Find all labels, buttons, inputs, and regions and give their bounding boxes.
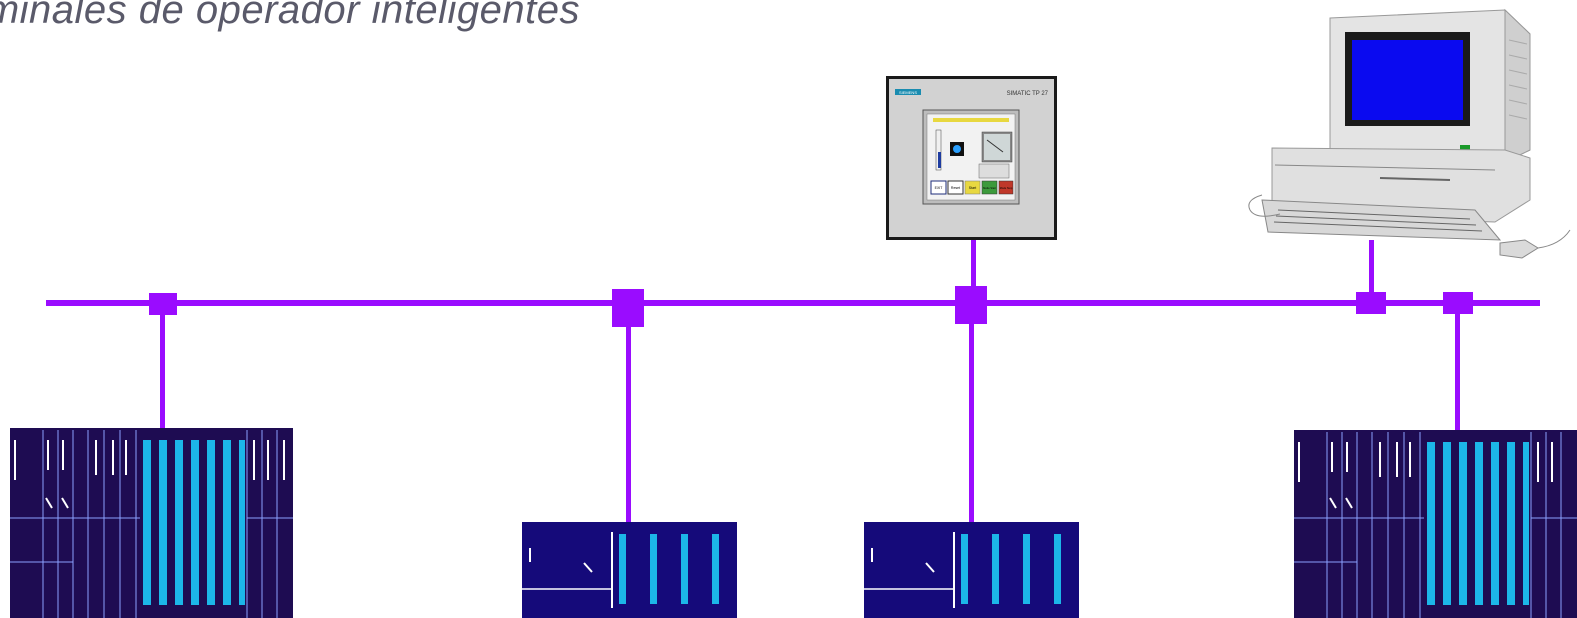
hmi-button-row: EXIT Reset Start Mode Start Mode Stop [930,180,1014,195]
drop-line-3 [969,303,974,525]
plc-rack-middle-1 [522,522,737,618]
drop-line-4 [1455,303,1460,431]
hmi-button-start: Start [969,186,976,190]
hmi-brand-label: SIEMENS [899,90,917,95]
operator-panel-icon: SIEMENS SIMATIC TP 27 EXIT Reset Start M… [886,76,1057,240]
hmi-button-mode-stop: Mode Stop [1000,186,1013,190]
bus-connector-1 [149,293,177,315]
bus-connector-4 [1356,292,1386,314]
hmi-model-label: SIMATIC TP 27 [1007,91,1049,97]
bus-connector-5 [1443,292,1473,314]
drop-line-pc [1369,240,1374,304]
drop-line-2 [626,303,631,525]
profibus-line [46,300,1540,306]
hmi-button-exit: EXIT [935,186,944,190]
page-title: rminales de operador inteligentes [0,0,580,32]
plc-rack-right [1294,430,1577,618]
hmi-button-mode-start: Mode Start [983,186,996,190]
plc-rack-middle-2 [864,522,1079,618]
bus-connector-3 [955,286,987,324]
hmi-button-reset: Reset [951,186,960,190]
drop-line-hmi [971,240,976,304]
plc-rack-left [10,428,293,618]
pc-workstation-icon [1248,8,1571,259]
bus-connector-2 [612,289,644,327]
drop-line-1 [160,303,165,431]
